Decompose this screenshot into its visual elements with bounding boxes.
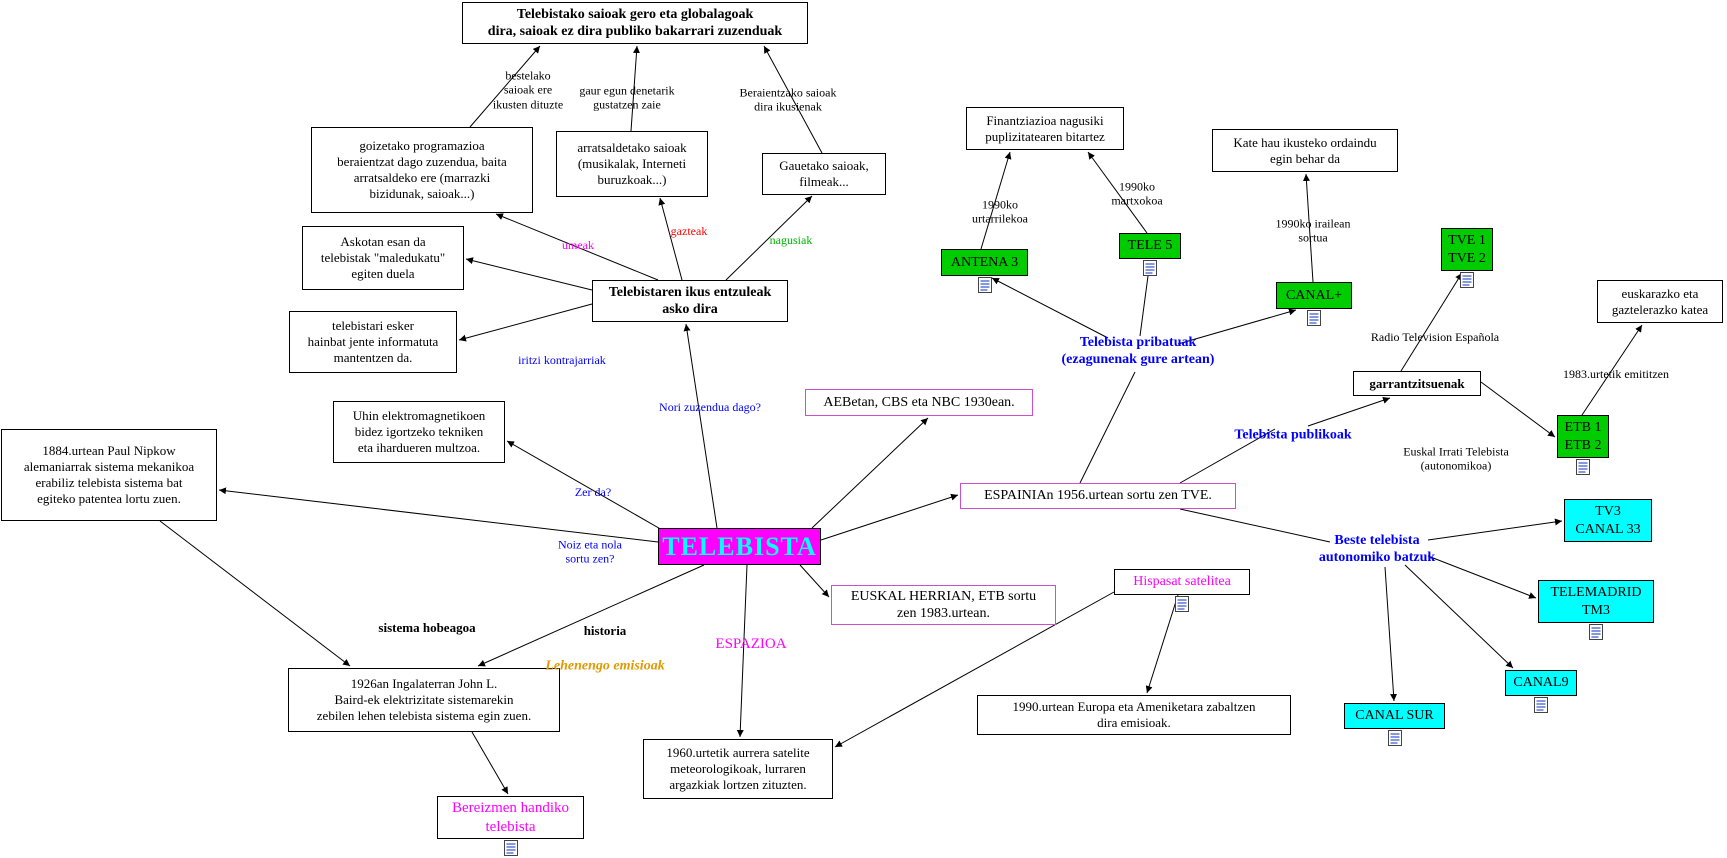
edge-line (1145, 594, 1179, 694)
link-label-beste[interactable]: Beste telebista autonomiko batzuk (1318, 533, 1436, 565)
node-global[interactable]: Telebistako saioak gero eta globalagoak … (462, 2, 808, 44)
node-canalsur[interactable]: CANAL SUR (1344, 703, 1445, 729)
edge-line (159, 520, 351, 667)
link-label-historia[interactable]: historia (583, 623, 627, 639)
edge-line (683, 323, 718, 529)
node-telemadrid[interactable]: TELEMADRID TM3 (1538, 580, 1654, 623)
link-label-umeak[interactable]: umeak (562, 237, 594, 252)
node-garrantzitsuenak[interactable]: garrantzitsuenak (1353, 371, 1481, 396)
resource-icon[interactable] (503, 840, 518, 856)
node-uhin[interactable]: Uhin elektromagnetikoen bidez igortzeko … (333, 401, 505, 463)
resource-icon[interactable] (1460, 272, 1474, 288)
link-label-martxokoa[interactable]: 1990ko martxokoa (1111, 179, 1163, 208)
link-label-pribatuak[interactable]: Telebista pribatuak (ezagunenak gure art… (1061, 335, 1215, 367)
node-tve[interactable]: TVE 1 TVE 2 (1441, 228, 1493, 271)
node-euskarazko[interactable]: euskarazko eta gaztelerazko katea (1597, 280, 1723, 323)
link-label-emititzen[interactable]: 1983.urtetik emititzen (1563, 366, 1669, 381)
node-gauetako[interactable]: Gauetako saioak, filmeak... (762, 153, 886, 195)
edge-line (811, 417, 929, 529)
node-askotan[interactable]: Askotan esan da telebistak "maledukatu" … (302, 226, 464, 290)
link-label-iritzi[interactable]: iritzi kontrajarriak (518, 352, 606, 367)
edge-line (1179, 508, 1331, 543)
edge-line (477, 564, 705, 667)
link-label-rtve[interactable]: Radio Television Española (1370, 329, 1500, 344)
resource-icon[interactable] (1175, 596, 1189, 612)
link-label-nagusiak[interactable]: nagusiak (769, 232, 813, 247)
resource-icon[interactable] (1589, 624, 1603, 640)
link-label-gaur[interactable]: gaur egun denetarik gustatzen zaie (579, 83, 675, 112)
edge-line (471, 731, 509, 795)
link-label-irailean[interactable]: 1990ko irailean sortua (1275, 216, 1351, 245)
node-canal9[interactable]: CANAL9 (1505, 670, 1577, 696)
node-goizetako[interactable]: goizetako programazioa beraientzat dago … (311, 127, 533, 213)
resource-icon[interactable] (1143, 260, 1157, 276)
node-euskal[interactable]: EUSKAL HERRIAN, ETB sortu zen 1983.urtea… (831, 585, 1056, 625)
edge-line (1427, 555, 1537, 599)
link-label-sistema[interactable]: sistema hobeagoa (378, 620, 476, 636)
node-espainia[interactable]: ESPAINIAn 1956.urtean sortu zen TVE. (960, 483, 1236, 509)
node-satelite[interactable]: 1960.urtetik aurrera satelite meteorolog… (643, 739, 833, 799)
node-zabaltzen[interactable]: 1990.urtean Europa eta Ameniketara zabal… (977, 695, 1291, 735)
edge-line (820, 493, 959, 541)
resource-icon[interactable] (1307, 310, 1321, 326)
link-label-publikoak[interactable]: Telebista publikoak (1234, 427, 1352, 443)
node-baird[interactable]: 1926an Ingalaterran John L. Baird-ek ele… (288, 668, 560, 732)
edge-line (991, 277, 1109, 339)
node-nipkow[interactable]: 1884.urtean Paul Nipkow alemaniarrak sis… (1, 429, 217, 521)
edge-line (1404, 564, 1514, 669)
link-label-urtarrilekoa[interactable]: 1990ko urtarrilekoa (972, 197, 1028, 226)
node-arratsaldetako[interactable]: arratsaldetako saioak (musikalak, Intern… (556, 131, 708, 197)
node-bereizmen[interactable]: Bereizmen handiko telebista (437, 796, 584, 839)
node-canalplus[interactable]: CANAL+ (1276, 282, 1352, 309)
edge-line (1079, 371, 1136, 484)
link-label-noiz[interactable]: Noiz eta nola sortu zen? (558, 537, 622, 566)
node-telebista[interactable]: TELEBISTA (658, 528, 821, 565)
edge-line (1307, 396, 1391, 427)
node-finantziazioa[interactable]: Finantziazioa nagusiki puplizitatearen b… (966, 107, 1124, 150)
link-label-lehenengo[interactable]: Lehenengo emisioak (545, 658, 665, 674)
resource-icon[interactable] (1576, 459, 1590, 475)
edge-line (1480, 381, 1556, 438)
link-label-zerda[interactable]: Zer da? (574, 484, 612, 499)
node-kate[interactable]: Kate hau ikusteko ordaindu egin behar da (1212, 129, 1398, 172)
edge-line (458, 303, 593, 342)
edge-line (465, 257, 593, 291)
node-etb[interactable]: ETB 1 ETB 2 (1557, 415, 1609, 458)
node-tele5[interactable]: TELE 5 (1119, 233, 1181, 259)
node-tv3[interactable]: TV3 CANAL 33 (1564, 499, 1652, 542)
node-ikus[interactable]: Telebistaren ikus entzuleak asko dira (592, 280, 788, 322)
node-hispasat[interactable]: Hispasat satelitea (1114, 569, 1250, 595)
edge-line (658, 197, 683, 281)
link-label-euskalirrati[interactable]: Euskal Irrati Telebista (autonomikoa) (1403, 444, 1509, 473)
edge-line (1384, 566, 1398, 702)
resource-icon[interactable] (1534, 697, 1548, 713)
link-label-bestelako[interactable]: bestelako saioak ere ikusten dituzte (492, 68, 564, 112)
link-label-gazteak[interactable]: gazteak (670, 223, 708, 238)
node-telebistari[interactable]: telebistari esker hainbat jente informat… (289, 311, 457, 373)
node-aebetan[interactable]: AEBetan, CBS eta NBC 1930ean. (805, 389, 1033, 416)
link-label-nori[interactable]: Nori zuzendua dago? (659, 399, 761, 414)
edge-line (1427, 518, 1563, 541)
link-label-espazioa[interactable]: ESPAZIOA (715, 636, 787, 652)
node-antena3[interactable]: ANTENA 3 (941, 249, 1028, 276)
resource-icon[interactable] (977, 277, 992, 293)
resource-icon[interactable] (1387, 730, 1402, 746)
edge-line (1400, 272, 1463, 372)
link-label-beraientzako[interactable]: Beraientzako saioak dira ikusienak (739, 85, 837, 114)
edge-line (799, 564, 830, 598)
